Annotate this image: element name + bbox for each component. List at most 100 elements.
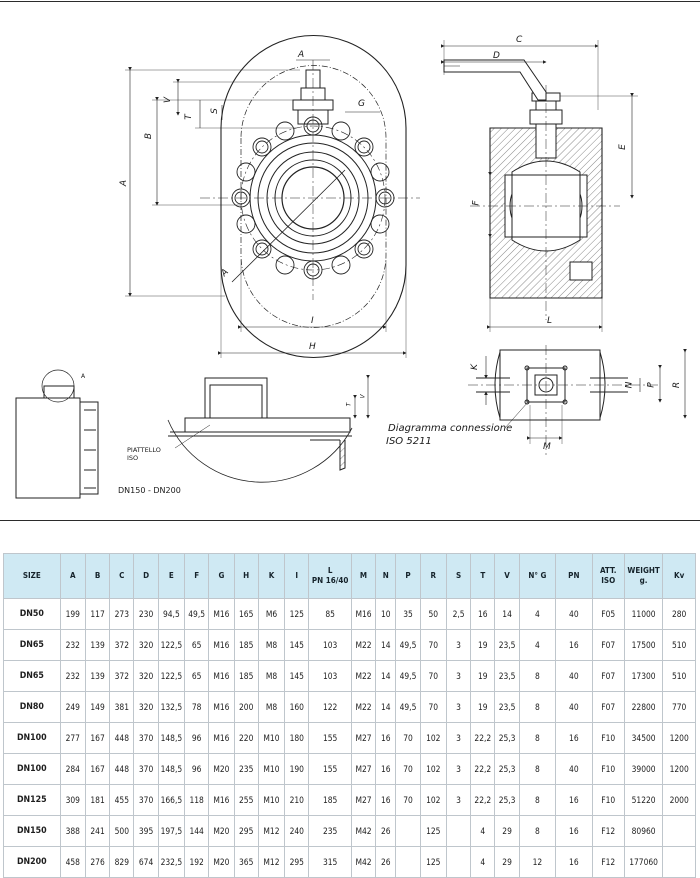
table-cell: 132,5	[157, 691, 186, 723]
table-cell: M20	[208, 846, 235, 878]
piattello-label-1: PIATTELLO	[127, 446, 161, 454]
table-cell: 16	[470, 598, 496, 630]
size-cell: DN65	[3, 660, 61, 692]
size-cell: DN80	[3, 691, 61, 723]
table-cell: 22,2	[470, 784, 496, 816]
table-cell: 155	[308, 722, 352, 754]
table-cell: 12	[518, 846, 557, 878]
column-header: WEIGHT g.	[623, 553, 664, 599]
table-cell: 255	[233, 784, 259, 816]
side-section-view	[441, 40, 638, 332]
size-cell: DN200	[3, 846, 61, 878]
table-cell: 94,5	[157, 598, 186, 630]
table-cell: 16	[555, 846, 593, 878]
column-header: M	[350, 553, 377, 599]
table-cell: 455	[109, 784, 135, 816]
column-header: SIZE	[3, 553, 61, 599]
label-g: G	[358, 99, 365, 109]
dn-range-label: DN150 - DN200	[118, 486, 181, 495]
label-h: H	[309, 342, 316, 352]
table-cell: 500	[109, 815, 135, 847]
table-cell: 117	[84, 598, 111, 630]
table-cell: M16	[208, 722, 235, 754]
table-cell: 65	[184, 660, 210, 692]
table-cell: M22	[350, 629, 377, 661]
table-cell: 17500	[623, 629, 664, 661]
size-cell: DN100	[3, 753, 61, 785]
table-cell: M22	[350, 660, 377, 692]
table-cell: 167	[84, 753, 111, 785]
label-a-top: A	[298, 50, 305, 60]
table-cell: 448	[109, 722, 135, 754]
column-header: S	[445, 553, 472, 599]
iso-connection-view	[468, 345, 687, 455]
table-cell	[445, 846, 472, 878]
table-cell: 3	[445, 784, 472, 816]
table-cell: 70	[395, 722, 421, 754]
table-cell: M8	[257, 660, 286, 692]
column-header: Kv	[662, 553, 696, 599]
table-cell: 232	[59, 660, 86, 692]
table-cell: 16	[375, 784, 397, 816]
table-cell: 2,5	[445, 598, 472, 630]
table-cell: 118	[184, 784, 210, 816]
table-cell: 280	[662, 598, 696, 630]
table-cell: 70	[419, 629, 447, 661]
table-cell: 22800	[623, 691, 664, 723]
label-s: S	[209, 108, 220, 114]
table-cell: F10	[591, 722, 625, 754]
table-cell: M20	[208, 753, 235, 785]
detail-side-view	[15, 369, 99, 499]
table-cell: 4	[470, 815, 496, 847]
table-cell: M6	[257, 598, 286, 630]
table-cell: F07	[591, 660, 625, 692]
table-cell: M42	[350, 846, 377, 878]
label-t2: T	[345, 402, 353, 407]
table-cell: 139	[84, 629, 111, 661]
table-cell: M16	[208, 629, 235, 661]
table-cell: 448	[109, 753, 135, 785]
table-cell: 49,5	[395, 660, 421, 692]
table-cell: F10	[591, 753, 625, 785]
table-cell: 49,5	[184, 598, 210, 630]
table-cell: 19	[470, 660, 496, 692]
table-cell: 180	[284, 722, 310, 754]
table-cell: 8	[518, 722, 557, 754]
table-cell: 29	[494, 846, 520, 878]
table-cell: 10	[375, 598, 397, 630]
table-cell: 148,5	[157, 753, 186, 785]
detail-a-marker: A	[81, 373, 86, 380]
table-cell: 17300	[623, 660, 664, 692]
table-cell: 295	[233, 815, 259, 847]
size-cell: DN100	[3, 722, 61, 754]
table-cell: 181	[84, 784, 111, 816]
size-cell: DN50	[3, 598, 61, 630]
table-cell: 829	[109, 846, 135, 878]
table-cell: 249	[59, 691, 86, 723]
table-cell: M12	[257, 846, 286, 878]
table-cell: 23,5	[494, 629, 520, 661]
table-cell: 210	[284, 784, 310, 816]
column-header: P	[395, 553, 421, 599]
table-cell: 235	[233, 753, 259, 785]
table-cell: 674	[133, 846, 159, 878]
label-i: I	[311, 316, 314, 326]
table-cell: 315	[308, 846, 352, 878]
label-v2: V	[359, 394, 367, 399]
table-cell: 85	[308, 598, 352, 630]
table-cell: 16	[555, 784, 593, 816]
table-cell: 34500	[623, 722, 664, 754]
table-cell: 125	[284, 598, 310, 630]
table-cell: 220	[233, 722, 259, 754]
table-cell: 26	[375, 846, 397, 878]
table-cell: 25,3	[494, 784, 520, 816]
label-m: M	[543, 442, 551, 452]
table-cell: 3	[445, 629, 472, 661]
table-cell: M16	[208, 598, 235, 630]
